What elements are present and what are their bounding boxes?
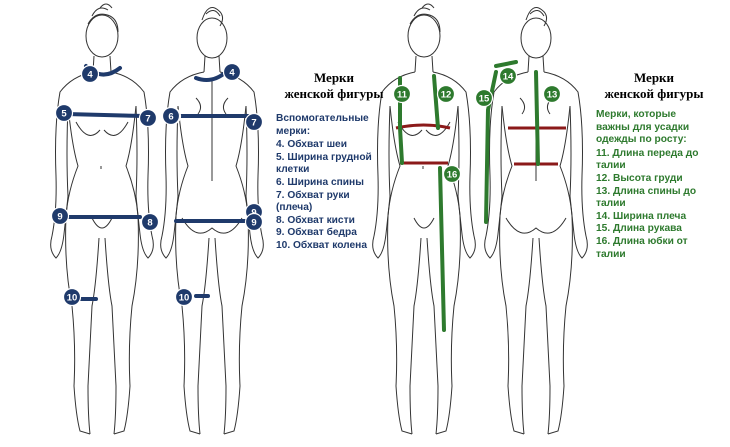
right-legend-item: 16. Длина юбки от талии: [596, 235, 688, 260]
marker-label: 16: [447, 170, 458, 181]
marker-label: 14: [503, 72, 514, 83]
marker-label: 15: [479, 94, 490, 105]
right-legend-item: 11. Длина переда до талии: [596, 147, 699, 172]
left-title-line2: женской фигуры: [284, 86, 384, 101]
left-legend-item: 5. Ширина грудной клетки: [276, 151, 372, 176]
marker-9: 9: [244, 212, 264, 232]
marker-label: 7: [251, 118, 256, 129]
marker-circle: [244, 112, 264, 132]
left-legend-heading: Вспомогательные мерки:: [276, 113, 369, 137]
marker-label: 10: [67, 293, 78, 304]
marker-circle: [474, 88, 494, 108]
back-length-line: [534, 70, 540, 166]
skirt-length-line: [438, 166, 446, 332]
right-legend-item: 13. Длина спины до талии: [596, 185, 697, 210]
right-title: Мерки женской фигуры: [588, 70, 720, 102]
sleeve-length-line: [484, 70, 498, 224]
marker-label: 6: [168, 112, 173, 123]
right-legend: Мерки, которые важны для усадки одежды п…: [596, 109, 706, 261]
marker-label: 7: [145, 114, 150, 125]
marker-circle: [542, 84, 562, 104]
marker-circle: [161, 106, 181, 126]
right-legend-item: 12. Высота груди: [596, 172, 683, 184]
marker-label: 10: [179, 293, 190, 304]
marker-15: 15: [474, 88, 494, 108]
marker-circle: [50, 206, 70, 226]
right-title-line2: женской фигуры: [604, 86, 704, 101]
marker-14: 14: [498, 66, 518, 86]
marker-7: 7: [138, 108, 158, 128]
marker-circle: [244, 212, 264, 232]
marker-7: 7: [244, 112, 264, 132]
marker-12: 12: [436, 84, 456, 104]
left-legend-item: 4. Обхват шеи: [276, 139, 347, 151]
marker-label: 12: [441, 90, 452, 101]
left-legend-item: 8. Обхват кисти: [276, 214, 355, 226]
marker-circle: [222, 62, 242, 82]
left-legend-item: 10. Обхват колена: [276, 239, 367, 251]
left-legend-item: 9. Обхват бедра: [276, 227, 357, 239]
marker-label: 4: [87, 70, 93, 81]
marker-16: 16: [442, 164, 462, 184]
marker-label: 11: [397, 90, 408, 101]
left-legend-item: 7. Обхват руки (плеча): [276, 189, 350, 214]
left-legend-item: 6. Ширина спины: [276, 176, 364, 188]
marker-circle: [498, 66, 518, 86]
marker-circle: [442, 164, 462, 184]
right-legend-item: 15. Длина рукава: [596, 223, 682, 235]
marker-label: 9: [57, 212, 62, 223]
marker-circle: [62, 287, 82, 307]
right-title-line1: Мерки: [633, 70, 675, 85]
marker-4: 4: [80, 64, 100, 84]
left-title: Мерки женской фигуры: [268, 70, 400, 102]
shoulder-width-line: [494, 60, 518, 68]
right-legend-heading: Мерки, которые важны для усадки одежды п…: [596, 109, 690, 146]
marker-circle: [138, 108, 158, 128]
marker-label: 4: [229, 68, 235, 79]
marker-4: 4: [222, 62, 242, 82]
left-title-line1: Мерки: [313, 70, 355, 85]
marker-8: 8: [140, 212, 160, 232]
marker-label: 13: [547, 90, 558, 101]
marker-label: 5: [61, 109, 67, 120]
marker-circle: [80, 64, 100, 84]
marker-circle: [436, 84, 456, 104]
marker-circle: [174, 287, 194, 307]
marker-circle: [54, 103, 74, 123]
marker-circle: [392, 84, 412, 104]
marker-label: 9: [251, 218, 256, 229]
marker-10: 10: [174, 287, 194, 307]
marker-5: 5: [54, 103, 74, 123]
marker-11: 11: [392, 84, 412, 104]
marker-13: 13: [542, 84, 562, 104]
marker-9: 9: [50, 206, 70, 226]
marker-6: 6: [161, 106, 181, 126]
marker-10: 10: [62, 287, 82, 307]
front-figure-right: [372, 3, 476, 435]
bust-height-line: [432, 74, 440, 130]
marker-circle: [140, 212, 160, 232]
right-legend-item: 14. Ширина плеча: [596, 210, 687, 222]
marker-label: 8: [147, 218, 152, 229]
chest-line-front: [64, 112, 146, 118]
bust-line-front: [395, 123, 451, 130]
